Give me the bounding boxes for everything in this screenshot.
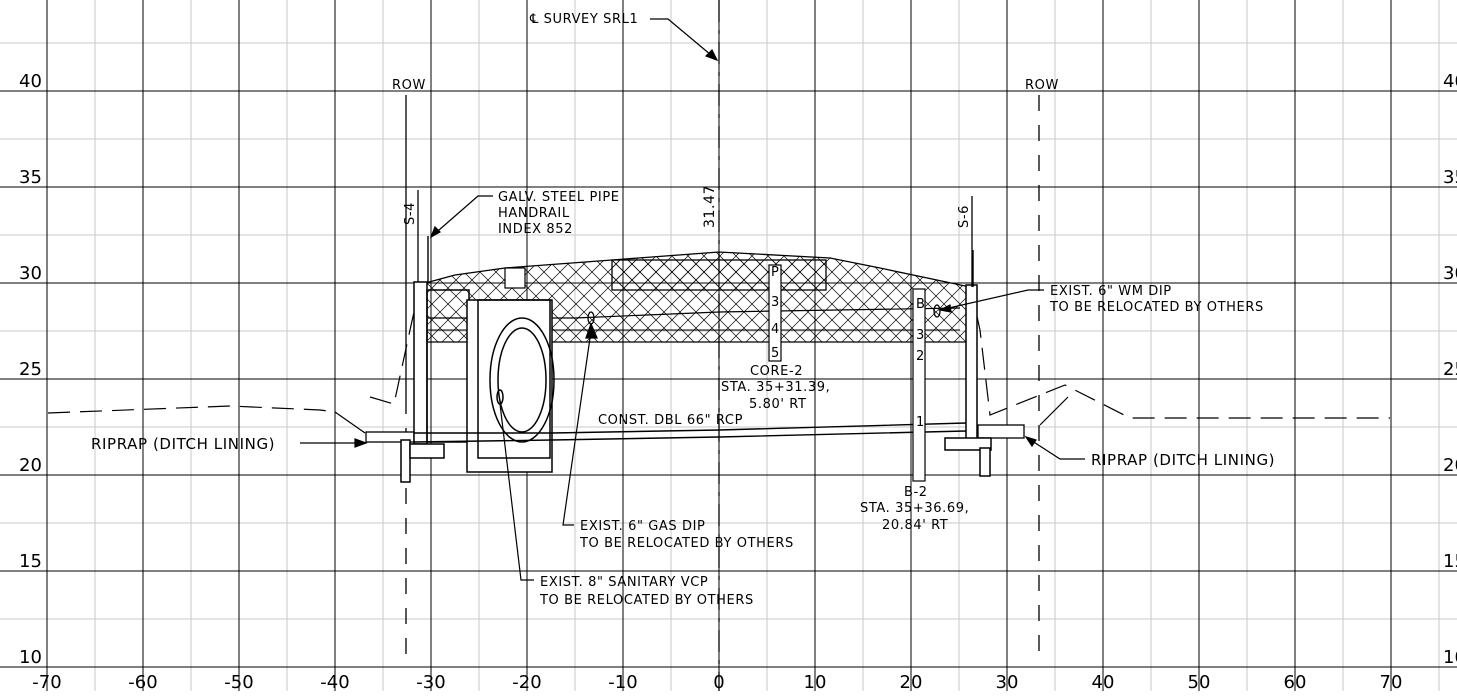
offset-label: -40	[320, 672, 349, 691]
row-right-label: ROW	[1025, 78, 1059, 93]
svg-text:S-6: S-6	[957, 205, 972, 228]
rcp-invert-lines	[413, 422, 967, 443]
b-2-boring	[912, 288, 926, 482]
rcp-note: CONST. DBL 66" RCP	[598, 413, 743, 428]
b2-layer-b: B	[916, 297, 926, 312]
elevation-label: 20	[19, 455, 42, 476]
elevation-label-right: 30	[1443, 263, 1457, 284]
right-headwall	[944, 284, 992, 477]
survey-leader	[650, 18, 719, 62]
handrail-leader	[429, 195, 493, 239]
wm-note-1: EXIST. 6" WM DIP	[1050, 284, 1172, 299]
offset-label: -10	[608, 672, 637, 691]
elevation-label-right: 35	[1443, 167, 1457, 188]
elevation-labels: 40 35 30 25 20 15 10	[19, 71, 42, 668]
elevation-label-right: 20	[1443, 455, 1457, 476]
core-note-1: CORE-2	[750, 364, 803, 379]
handrail-posts	[427, 236, 974, 287]
handrail-note-1: GALV. STEEL PIPE	[498, 190, 620, 205]
offset-label: 20	[900, 672, 923, 691]
elevation-label-right: 40	[1443, 71, 1457, 92]
ditch-slopes	[334, 396, 1069, 434]
elevation-marker: 31.47	[702, 185, 718, 228]
core-layer-3: 3	[771, 295, 780, 310]
elevation-label: 25	[19, 359, 42, 380]
b2-layer-1: 1	[916, 415, 925, 430]
handrail-note-2: HANDRAIL	[498, 206, 570, 221]
elevation-label: 10	[19, 647, 42, 668]
offset-label: -70	[32, 672, 61, 691]
sanitary-leader	[499, 403, 534, 581]
offset-label: -20	[512, 672, 541, 691]
offset-label: -50	[224, 672, 253, 691]
row-left-label: ROW	[392, 78, 426, 93]
sanitary-note-2: TO BE RELOCATED BY OTHERS	[539, 593, 754, 608]
offset-label: 40	[1092, 672, 1115, 691]
elevation-label-right: 10	[1443, 647, 1457, 668]
b2-layer-3: 3	[916, 328, 925, 343]
riprap-left-leader	[300, 438, 368, 448]
elevation-label: 35	[19, 167, 42, 188]
core-2-boring	[768, 264, 782, 362]
offset-label: 30	[996, 672, 1019, 691]
svg-text:31.47: 31.47	[702, 185, 718, 228]
core-layer-4: 4	[771, 322, 780, 337]
b2-note-2: STA. 35+36.69,	[860, 501, 969, 516]
existing-ground-line	[47, 284, 1390, 419]
gas-note-2: TO BE RELOCATED BY OTHERS	[579, 536, 794, 551]
wm-leader	[938, 289, 1044, 313]
b2-note-3: 20.84' RT	[882, 518, 948, 533]
wm-note-2: TO BE RELOCATED BY OTHERS	[1049, 300, 1264, 315]
elevation-label-right: 15	[1443, 551, 1457, 572]
offset-label: 60	[1284, 672, 1307, 691]
core-note-3: 5.80' RT	[749, 397, 806, 412]
offset-label: 10	[804, 672, 827, 691]
core-note-2: STA. 35+31.39,	[721, 380, 830, 395]
core-layer-5: 5	[771, 346, 780, 361]
core-layer-p: P	[771, 265, 779, 280]
b2-layer-2: 2	[916, 349, 925, 364]
riprap-left-note: RIPRAP (DITCH LINING)	[91, 435, 275, 453]
svg-text:S-4: S-4	[403, 202, 418, 225]
handrail-note-3: INDEX 852	[498, 222, 573, 237]
b2-note-1: B-2	[904, 485, 928, 500]
elevation-label: 30	[19, 263, 42, 284]
offset-label: -30	[416, 672, 445, 691]
elevation-labels-right: 40 35 30 25 20 15 10	[1443, 71, 1457, 668]
gas-leader	[562, 337, 591, 526]
top-details	[504, 267, 526, 289]
s6-marker: S-6	[957, 196, 973, 287]
offset-label: 50	[1188, 672, 1211, 691]
riprap-right-leader	[1024, 435, 1085, 460]
culvert-structure	[466, 299, 555, 473]
pavement-section	[417, 251, 971, 343]
offset-label: -60	[128, 672, 157, 691]
elevation-label-right: 25	[1443, 359, 1457, 380]
gas-note-1: EXIST. 6" GAS DIP	[580, 519, 706, 534]
water-main-marker	[933, 304, 941, 318]
riprap-right-note: RIPRAP (DITCH LINING)	[1091, 451, 1275, 469]
elevation-label: 15	[19, 551, 42, 572]
elevation-label: 40	[19, 71, 42, 92]
gas-pipe-marker	[585, 311, 598, 339]
s4-marker: S-4	[403, 190, 419, 282]
offset-label: 70	[1380, 672, 1403, 691]
survey-label: ℄ SURVEY SRL1	[529, 12, 638, 27]
sanitary-note-1: EXIST. 8" SANITARY VCP	[540, 575, 708, 590]
